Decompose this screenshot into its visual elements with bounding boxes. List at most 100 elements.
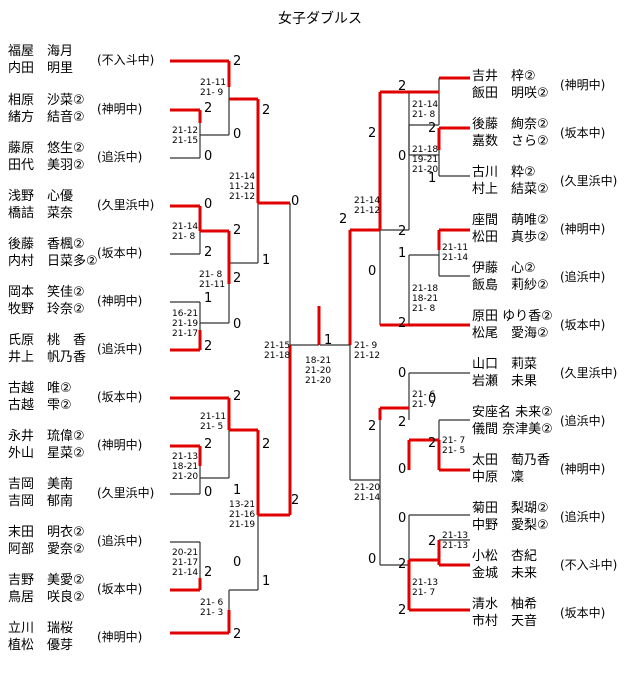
game-count: 1	[262, 574, 271, 589]
team-player-2: 外山 星菜②	[8, 446, 85, 461]
match-score-r8: 21- 7 21- 5	[442, 436, 466, 456]
team-player-2: 飯島 莉紗②	[472, 278, 549, 293]
game-count: 0	[368, 264, 377, 279]
match-score-l4: 21-14 21- 8	[172, 222, 199, 242]
team-player-2: 古越 雫②	[8, 398, 72, 413]
game-count: 0	[291, 194, 300, 209]
team-player-2: 飯田 明咲②	[472, 86, 549, 101]
game-count: 2	[398, 79, 407, 94]
team-player-2: 金城 未来	[472, 566, 538, 581]
game-count: 2	[339, 212, 348, 227]
game-count: 2	[204, 565, 213, 580]
team-school: (久里浜中)	[97, 198, 155, 212]
team-player-1: 伊藤 心②	[472, 261, 536, 276]
team-player-2: 鳥居 咲良②	[8, 590, 85, 605]
game-count: 2	[428, 534, 437, 549]
match-score-r4: 21-11 21-14	[442, 243, 469, 263]
team-player-2: 緒方 結音②	[8, 110, 85, 125]
team-player-2: 内田 明里	[8, 61, 74, 76]
game-count: 0	[204, 485, 213, 500]
game-count: 2	[262, 437, 271, 452]
team-player-1: 吉岡 美南	[8, 477, 74, 492]
game-count: 2	[398, 415, 407, 430]
team-player-1: 永井 琉偉②	[8, 429, 85, 444]
game-count: 2	[368, 419, 377, 434]
team-school: (坂本中)	[97, 582, 143, 596]
team-player-1: 太田 萄乃香	[472, 453, 551, 468]
team-school: (神明中)	[560, 222, 606, 236]
match-score-r2: 21-18 19-21 21-20	[412, 145, 439, 175]
match-score-l6: 16-21 21-19 21-17	[172, 309, 199, 339]
game-count: 0	[233, 317, 242, 332]
team-school: (神明中)	[97, 102, 143, 116]
game-count: 2	[398, 224, 407, 239]
game-count: 0	[398, 462, 407, 477]
team-player-2: 中原 凜	[472, 470, 525, 485]
game-count: 1	[262, 253, 271, 268]
team-school: (不入斗中)	[560, 558, 618, 572]
team-player-1: 後藤 香楓②	[8, 237, 85, 252]
game-count: 2	[428, 121, 437, 136]
team-school: (不入斗中)	[97, 53, 155, 67]
team-school: (神明中)	[560, 78, 606, 92]
game-count: 0	[398, 149, 407, 164]
match-score-r7: 21- 6 21- 7	[412, 390, 436, 410]
team-player-1: 山口 莉菜	[472, 357, 538, 372]
game-count: 2	[368, 126, 377, 141]
match-score-l1: 21-11 21- 9	[200, 78, 227, 98]
game-count: 0	[233, 127, 242, 142]
game-count: 2	[233, 223, 242, 238]
game-count: 2	[204, 245, 213, 260]
team-school: (久里浜中)	[560, 366, 618, 380]
game-count: 0	[398, 511, 407, 526]
team-player-1: 清水 柚希	[472, 597, 538, 612]
team-player-1: 立川 瑞桜	[8, 621, 74, 636]
team-player-2: 植松 優芽	[8, 638, 74, 653]
team-player-1: 座間 萌唯②	[472, 213, 549, 228]
game-count: 2	[428, 436, 437, 451]
team-school: (追浜中)	[560, 414, 606, 428]
team-player-2: 内村 日菜多②	[8, 254, 98, 269]
game-count: 1	[324, 333, 333, 348]
game-count: 0	[398, 366, 407, 381]
team-school: (追浜中)	[560, 510, 606, 524]
team-school: (久里浜中)	[560, 174, 618, 188]
match-score-l3: 21-14 11-21 21-12	[229, 172, 256, 202]
match-score-r6: 21- 9 21-12	[354, 341, 381, 361]
game-count: 1	[233, 483, 242, 498]
team-player-2: 嘉数 さら②	[472, 134, 549, 149]
team-school: (追浜中)	[560, 270, 606, 284]
team-school: (坂本中)	[560, 606, 606, 620]
game-count: 1	[398, 246, 407, 261]
team-player-2: 岩瀬 未果	[472, 374, 538, 389]
team-player-1: 福屋 海月	[8, 44, 74, 59]
game-count: 0	[233, 555, 242, 570]
team-player-2: 中野 愛梨②	[472, 518, 549, 533]
match-score-r10: 21-13 21-13	[442, 531, 469, 551]
team-player-1: 岡本 笑佳②	[8, 285, 85, 300]
team-player-1: 原田 ゆり香②	[472, 309, 553, 324]
team-school: (久里浜中)	[97, 486, 155, 500]
game-count: 0	[204, 197, 213, 212]
game-count: 0	[204, 149, 213, 164]
team-player-2: 橋詰 菜奈	[8, 206, 74, 221]
team-player-1: 末田 明衣②	[8, 525, 85, 540]
team-player-2: 儀間 奈津美②	[472, 422, 553, 437]
team-player-1: 菊田 梨瑚②	[472, 501, 549, 516]
match-score-l9: 21-13 18-21 21-20	[172, 452, 199, 482]
match-score-r5: 21-18 18-21 21- 8	[412, 284, 439, 314]
game-count: 2	[291, 493, 300, 508]
team-player-1: 氏原 桃 香	[8, 333, 87, 348]
game-count: 2	[233, 271, 242, 286]
game-count: 0	[368, 552, 377, 567]
team-school: (神明中)	[97, 438, 143, 452]
team-player-1: 吉野 美愛②	[8, 573, 85, 588]
team-player-1: 吉井 梓②	[472, 69, 536, 84]
team-player-2: 牧野 玲奈②	[8, 302, 85, 317]
team-school: (追浜中)	[97, 150, 143, 164]
team-player-1: 藤原 悠生②	[8, 141, 85, 156]
match-score-r3: 21-14 21-12	[354, 196, 381, 216]
match-score-final: 18-21 21-20 21-20	[305, 356, 332, 386]
team-player-2: 松尾 愛海②	[472, 326, 549, 341]
